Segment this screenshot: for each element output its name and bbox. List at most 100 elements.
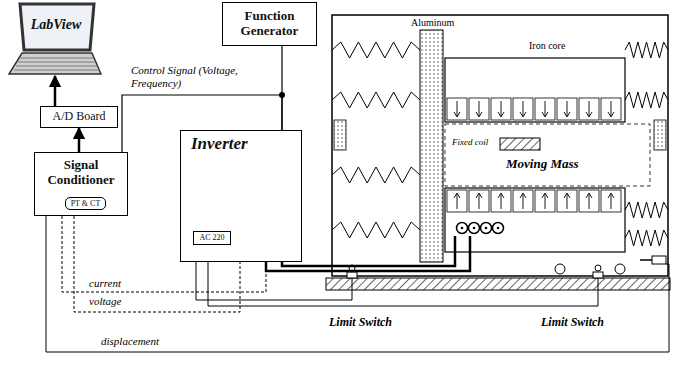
process-box: PT & CT Signal Conditioner [34, 152, 128, 216]
flux-arrow [498, 101, 504, 117]
upper-iron-core [445, 58, 625, 122]
spring [625, 92, 668, 108]
bumper [654, 120, 666, 150]
box-label: Signal Conditioner [37, 158, 125, 188]
springs [332, 42, 668, 246]
bumper [334, 120, 346, 150]
flux-arrow [520, 101, 526, 117]
coil-dot [461, 227, 464, 230]
flux-arrow [520, 193, 526, 209]
laptop-computer: LabView [8, 2, 102, 76]
part-label: voltage [88, 295, 122, 308]
magnet-cell [579, 98, 599, 120]
lower-iron-core [445, 188, 625, 252]
box-label: Function Generator [225, 9, 314, 39]
process-box: AC 220 Inverter [180, 130, 302, 262]
flux-arrow [608, 101, 614, 117]
spring [332, 42, 420, 58]
limit-switch-symbol [347, 272, 357, 278]
part-label: Iron core [528, 40, 566, 52]
spring [625, 230, 668, 246]
spring [625, 202, 668, 218]
flux-arrow [586, 101, 592, 117]
aluminum-plate [420, 30, 443, 262]
magnet-cell [513, 98, 533, 120]
moving-mass-outline [445, 124, 650, 186]
coil-dot [485, 227, 488, 230]
flux-arrow [476, 193, 482, 209]
part-label: Aluminum [410, 17, 455, 29]
box-label: A/D Board [53, 110, 106, 124]
part-label: Moving Mass [505, 157, 580, 172]
key-row [16, 66, 98, 67]
magnet-cell [557, 190, 577, 212]
fixed-coil [500, 138, 540, 150]
limit-wire [196, 262, 352, 300]
box-label: AC 220 [199, 233, 224, 242]
motor-frame [332, 15, 668, 276]
limit-switch-symbol [593, 272, 603, 278]
process-box: A/D Board [40, 106, 118, 128]
wheel [615, 264, 625, 274]
part-label: Limit Switch [540, 316, 605, 330]
flux-arrow [564, 193, 570, 209]
magnet-cell [447, 98, 467, 120]
flux-arrow [498, 193, 504, 209]
terminal-box: PT & CT [65, 197, 106, 210]
displacement-sensor [652, 256, 666, 264]
part-label: Limit Switch [328, 316, 393, 330]
magnet-cell [601, 190, 621, 212]
magnet-cell [491, 190, 511, 212]
magnet-cell [469, 190, 489, 212]
magnet-cell [535, 190, 555, 212]
flux-arrow [454, 101, 460, 117]
spring [625, 42, 668, 58]
coil-dot [473, 227, 476, 230]
limit-switch-roller [595, 265, 601, 271]
laptop-keyboard [9, 53, 101, 74]
data-arrow [78, 128, 81, 152]
key-row [20, 58, 94, 59]
box-label: Inverter [191, 134, 248, 154]
power-wire [282, 236, 455, 266]
part-label: displacement [100, 335, 160, 348]
wheel [555, 264, 565, 274]
screen-text: LabView [24, 17, 88, 33]
laptop-outline [8, 2, 102, 76]
flux-arrow [542, 101, 548, 117]
spring [332, 222, 420, 238]
spring [332, 92, 420, 108]
part-label: Fixed coil [451, 137, 489, 147]
base-rail [326, 278, 670, 290]
flux-arrow [608, 193, 614, 209]
key-row [14, 70, 100, 71]
box-label: PT & CT [71, 199, 101, 208]
coil-turn [469, 223, 480, 234]
key-row [18, 62, 96, 63]
voltage-wire [74, 216, 240, 312]
magnet-cell [491, 98, 511, 120]
displacement-wire [46, 216, 669, 352]
flux-arrow [542, 193, 548, 209]
process-box: Function Generator [222, 2, 317, 46]
coil-turn [493, 223, 504, 234]
sensor-probe [640, 259, 652, 261]
flux-arrow [476, 101, 482, 117]
flux-arrow [586, 193, 592, 209]
laptop-screen [20, 4, 94, 50]
terminal-box: AC 220 [193, 231, 231, 245]
coil-turn [481, 223, 492, 234]
spring [332, 167, 420, 183]
magnet-cell [513, 190, 533, 212]
signal-label: Control Signal (Voltage, Frequency) [130, 64, 277, 89]
part-label: current [88, 277, 122, 290]
coil-turn [457, 223, 468, 234]
flux-arrow [454, 193, 460, 209]
coil-dot [497, 227, 500, 230]
magnet-cell [557, 98, 577, 120]
magnet-cell [579, 190, 599, 212]
data-arrow [54, 76, 57, 106]
magnet-cell [447, 190, 467, 212]
magnet-cell [601, 98, 621, 120]
